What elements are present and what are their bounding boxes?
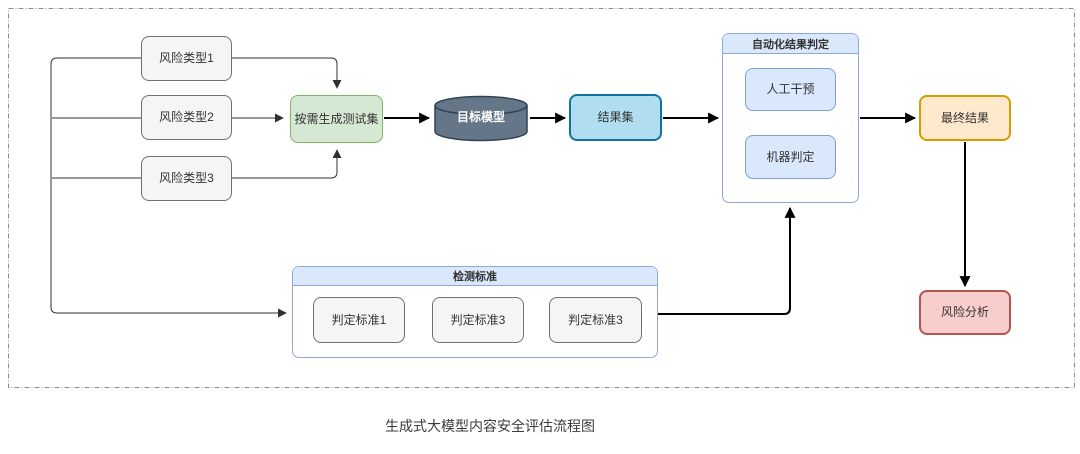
node-risk-type-1: 风险类型1 — [141, 36, 232, 81]
node-machine-judgment-label: 机器判定 — [766, 149, 815, 164]
node-risk-type-2: 风险类型2 — [141, 95, 232, 140]
node-final-result-label: 最终结果 — [940, 110, 989, 125]
arrow-standards-to-autojudge — [658, 206, 796, 315]
node-result-set-label: 结果集 — [597, 110, 634, 125]
arrow-risk3-to-testset — [232, 149, 342, 179]
node-standard-3-label: 判定标准3 — [568, 312, 623, 327]
node-testset-generator: 按需生成测试集 — [290, 95, 383, 143]
node-result-set: 结果集 — [569, 94, 662, 141]
node-manual-intervention-label: 人工干预 — [766, 82, 815, 97]
node-risk-type-3: 风险类型3 — [141, 156, 232, 201]
group-auto-judgment-title: 自动化结果判定 — [723, 34, 858, 54]
diagram-caption: 生成式大模型内容安全评估流程图 — [385, 418, 595, 434]
node-machine-judgment: 机器判定 — [745, 135, 836, 179]
node-risk-type-1-label: 风险类型1 — [159, 51, 214, 66]
node-target-model: 目标模型 — [433, 95, 529, 142]
node-risk-analysis-label: 风险分析 — [940, 305, 989, 320]
node-standard-2: 判定标准3 — [432, 297, 524, 343]
group-detection-standards-title: 检测标准 — [293, 267, 657, 286]
node-risk-analysis: 风险分析 — [919, 290, 1011, 335]
node-final-result: 最终结果 — [919, 95, 1011, 141]
node-target-model-label: 目标模型 — [456, 110, 505, 124]
node-standard-3: 判定标准3 — [549, 297, 642, 343]
node-risk-type-2-label: 风险类型2 — [159, 110, 214, 125]
node-standard-2-label: 判定标准3 — [450, 312, 506, 327]
node-standard-1: 判定标准1 — [313, 297, 405, 343]
node-standard-1-label: 判定标准1 — [331, 312, 387, 327]
node-manual-intervention: 人工干预 — [745, 68, 836, 111]
cylinder-shape — [434, 95, 528, 142]
node-testset-generator-label: 按需生成测试集 — [294, 111, 379, 126]
node-risk-type-3-label: 风险类型3 — [159, 171, 214, 186]
arrow-risk1-to-testset — [232, 57, 342, 89]
